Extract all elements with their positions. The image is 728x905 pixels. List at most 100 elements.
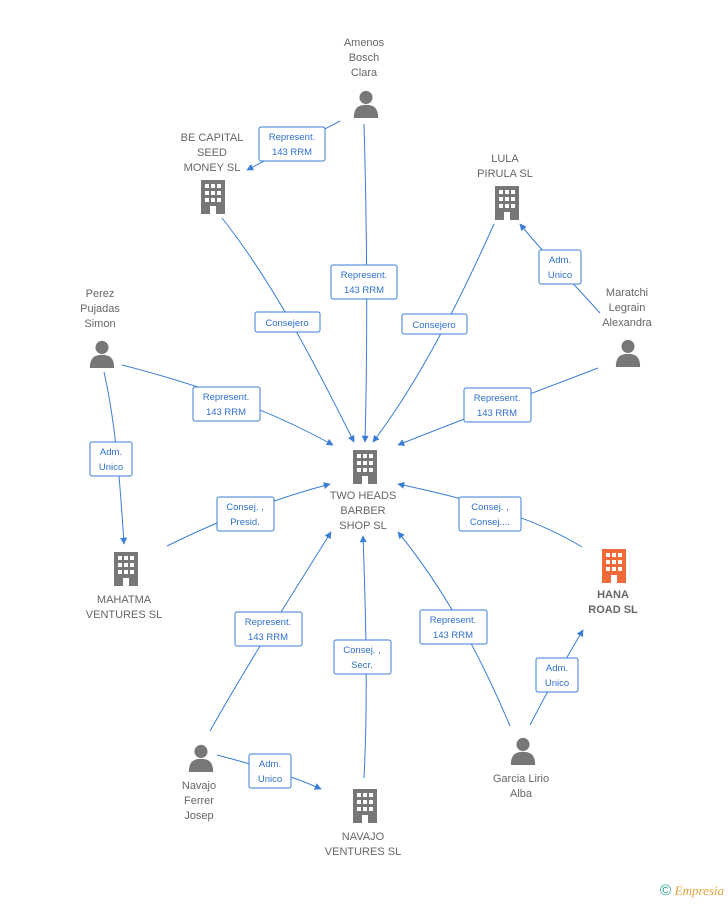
svg-text:Ferrer: Ferrer bbox=[184, 795, 214, 807]
svg-text:Bosch: Bosch bbox=[349, 52, 380, 64]
svg-text:SHOP SL: SHOP SL bbox=[339, 520, 387, 532]
svg-text:Presid.: Presid. bbox=[230, 517, 260, 528]
edge-label-mahatma-center[interactable]: Consej. , Presid. bbox=[216, 496, 275, 532]
svg-text:VENTURES SL: VENTURES SL bbox=[86, 609, 162, 621]
svg-text:Maratchi: Maratchi bbox=[606, 287, 648, 299]
svg-text:Represent.: Represent. bbox=[341, 270, 387, 281]
node-navajo-ventures[interactable]: NAVAJO VENTURES SL bbox=[325, 789, 401, 858]
svg-text:Unico: Unico bbox=[545, 678, 569, 689]
svg-text:Josep: Josep bbox=[184, 810, 213, 822]
svg-text:Consejero: Consejero bbox=[412, 320, 455, 331]
node-be-capital-seed-money[interactable]: BE CAPITAL SEED MONEY SL bbox=[181, 132, 244, 214]
edge-label-maratchi-center[interactable]: Represent. 143 RRM bbox=[463, 387, 532, 423]
building-icon bbox=[353, 450, 377, 484]
svg-text:TWO HEADS: TWO HEADS bbox=[330, 490, 397, 502]
svg-text:Adm.: Adm. bbox=[549, 255, 571, 266]
edge-label-navajof-center[interactable]: Represent. 143 RRM bbox=[234, 611, 303, 647]
building-icon bbox=[201, 180, 225, 214]
svg-text:Perez: Perez bbox=[86, 288, 115, 300]
svg-text:Consej. ,: Consej. , bbox=[343, 645, 381, 656]
svg-text:143 RRM: 143 RRM bbox=[433, 630, 473, 641]
svg-text:MONEY SL: MONEY SL bbox=[184, 162, 241, 174]
node-amenos-bosch-clara[interactable]: Amenos Bosch Clara bbox=[344, 37, 385, 118]
edge-label-navajov-center[interactable]: Consej. , Secr. bbox=[333, 639, 392, 675]
nodes: TWO HEADS BARBER SHOP SL Amenos Bosch Cl… bbox=[80, 37, 653, 858]
svg-text:Legrain: Legrain bbox=[609, 302, 646, 314]
node-maratchi-legrain-alexandra[interactable]: Maratchi Legrain Alexandra bbox=[602, 287, 653, 367]
svg-text:PIRULA SL: PIRULA SL bbox=[477, 168, 533, 180]
svg-text:ROAD SL: ROAD SL bbox=[588, 604, 638, 616]
svg-text:Garcia Lirio: Garcia Lirio bbox=[493, 773, 549, 785]
building-icon bbox=[495, 186, 519, 220]
edge-labels: Represent. 143 RRM Represent. 143 RRM Co… bbox=[89, 126, 582, 789]
svg-text:Secr.: Secr. bbox=[351, 660, 373, 671]
svg-text:Unico: Unico bbox=[258, 774, 282, 785]
edge-label-amenos-becapital[interactable]: Represent. 143 RRM bbox=[258, 126, 326, 162]
edge-label-maratchi-lula[interactable]: Adm. Unico bbox=[538, 249, 582, 285]
brand-logo: Empresia bbox=[675, 883, 724, 898]
copyright-icon: © bbox=[659, 882, 672, 899]
node-mahatma-ventures[interactable]: MAHATMA VENTURES SL bbox=[86, 552, 162, 621]
svg-text:Represent.: Represent. bbox=[203, 392, 249, 403]
svg-text:BARBER: BARBER bbox=[340, 505, 385, 517]
svg-text:Represent.: Represent. bbox=[474, 393, 520, 404]
svg-text:Unico: Unico bbox=[548, 270, 572, 281]
edge-label-becapital-center[interactable]: Consejero bbox=[254, 311, 321, 333]
svg-text:143 RRM: 143 RRM bbox=[206, 407, 246, 418]
svg-text:Alba: Alba bbox=[510, 788, 533, 800]
svg-text:Alexandra: Alexandra bbox=[602, 317, 652, 329]
svg-text:Pujadas: Pujadas bbox=[80, 303, 120, 315]
brand-name: mpresia bbox=[682, 883, 724, 898]
node-hana-road[interactable]: HANA ROAD SL bbox=[588, 549, 638, 616]
edge-label-perez-center[interactable]: Represent. 143 RRM bbox=[192, 386, 261, 422]
svg-text:MAHATMA: MAHATMA bbox=[97, 594, 152, 606]
person-icon bbox=[615, 339, 641, 367]
edge-label-hana-center[interactable]: Consej. , Consej.... bbox=[458, 496, 522, 532]
svg-text:143 RRM: 143 RRM bbox=[344, 285, 384, 296]
svg-text:143 RRM: 143 RRM bbox=[272, 147, 312, 158]
node-two-heads-barber-shop[interactable]: TWO HEADS BARBER SHOP SL bbox=[330, 450, 397, 532]
svg-text:LULA: LULA bbox=[491, 153, 519, 165]
svg-text:HANA: HANA bbox=[597, 589, 629, 601]
building-icon bbox=[602, 549, 626, 583]
svg-text:Unico: Unico bbox=[99, 462, 123, 473]
svg-text:Consejero: Consejero bbox=[265, 318, 308, 329]
svg-text:Represent.: Represent. bbox=[430, 615, 476, 626]
svg-text:Simon: Simon bbox=[84, 318, 115, 330]
edge-line-lula-center bbox=[372, 223, 495, 443]
edge-label-garcia-hana[interactable]: Adm. Unico bbox=[535, 657, 579, 693]
edge-label-garcia-center[interactable]: Represent. 143 RRM bbox=[419, 609, 488, 645]
edge-label-amenos-center[interactable]: Represent. 143 RRM bbox=[330, 264, 398, 300]
svg-text:NAVAJO: NAVAJO bbox=[342, 831, 385, 843]
svg-text:BE CAPITAL: BE CAPITAL bbox=[181, 132, 244, 144]
brand-initial: E bbox=[674, 883, 683, 898]
svg-text:Consej. ,: Consej. , bbox=[226, 502, 264, 513]
node-perez-pujadas-simon[interactable]: Perez Pujadas Simon bbox=[80, 288, 120, 368]
edge-label-lula-center[interactable]: Consejero bbox=[401, 313, 468, 335]
svg-text:Amenos: Amenos bbox=[344, 37, 385, 49]
node-navajo-ferrer-josep[interactable]: Navajo Ferrer Josep bbox=[182, 744, 216, 822]
person-icon bbox=[188, 744, 214, 772]
person-icon bbox=[353, 90, 379, 118]
building-icon bbox=[353, 789, 377, 823]
edge-label-perez-mahatma[interactable]: Adm. Unico bbox=[89, 441, 133, 477]
edge-lines bbox=[103, 120, 601, 790]
svg-text:Consej. ,: Consej. , bbox=[471, 502, 509, 513]
edge-label-navajof-navajov[interactable]: Adm. Unico bbox=[248, 753, 292, 789]
node-lula-pirula[interactable]: LULA PIRULA SL bbox=[477, 153, 533, 220]
svg-text:143 RRM: 143 RRM bbox=[477, 408, 517, 419]
person-icon bbox=[510, 737, 536, 765]
svg-text:Adm.: Adm. bbox=[546, 663, 568, 674]
person-icon bbox=[89, 340, 115, 368]
svg-text:Represent.: Represent. bbox=[269, 132, 315, 143]
svg-text:Clara: Clara bbox=[351, 67, 378, 79]
svg-text:143 RRM: 143 RRM bbox=[248, 632, 288, 643]
svg-text:SEED: SEED bbox=[197, 147, 227, 159]
svg-text:Adm.: Adm. bbox=[100, 447, 122, 458]
node-garcia-lirio-alba[interactable]: Garcia Lirio Alba bbox=[493, 737, 549, 800]
building-icon bbox=[114, 552, 138, 586]
svg-text:Navajo: Navajo bbox=[182, 780, 216, 792]
svg-text:Consej....: Consej.... bbox=[470, 517, 510, 528]
footer-brand: © Empresia bbox=[660, 882, 724, 899]
